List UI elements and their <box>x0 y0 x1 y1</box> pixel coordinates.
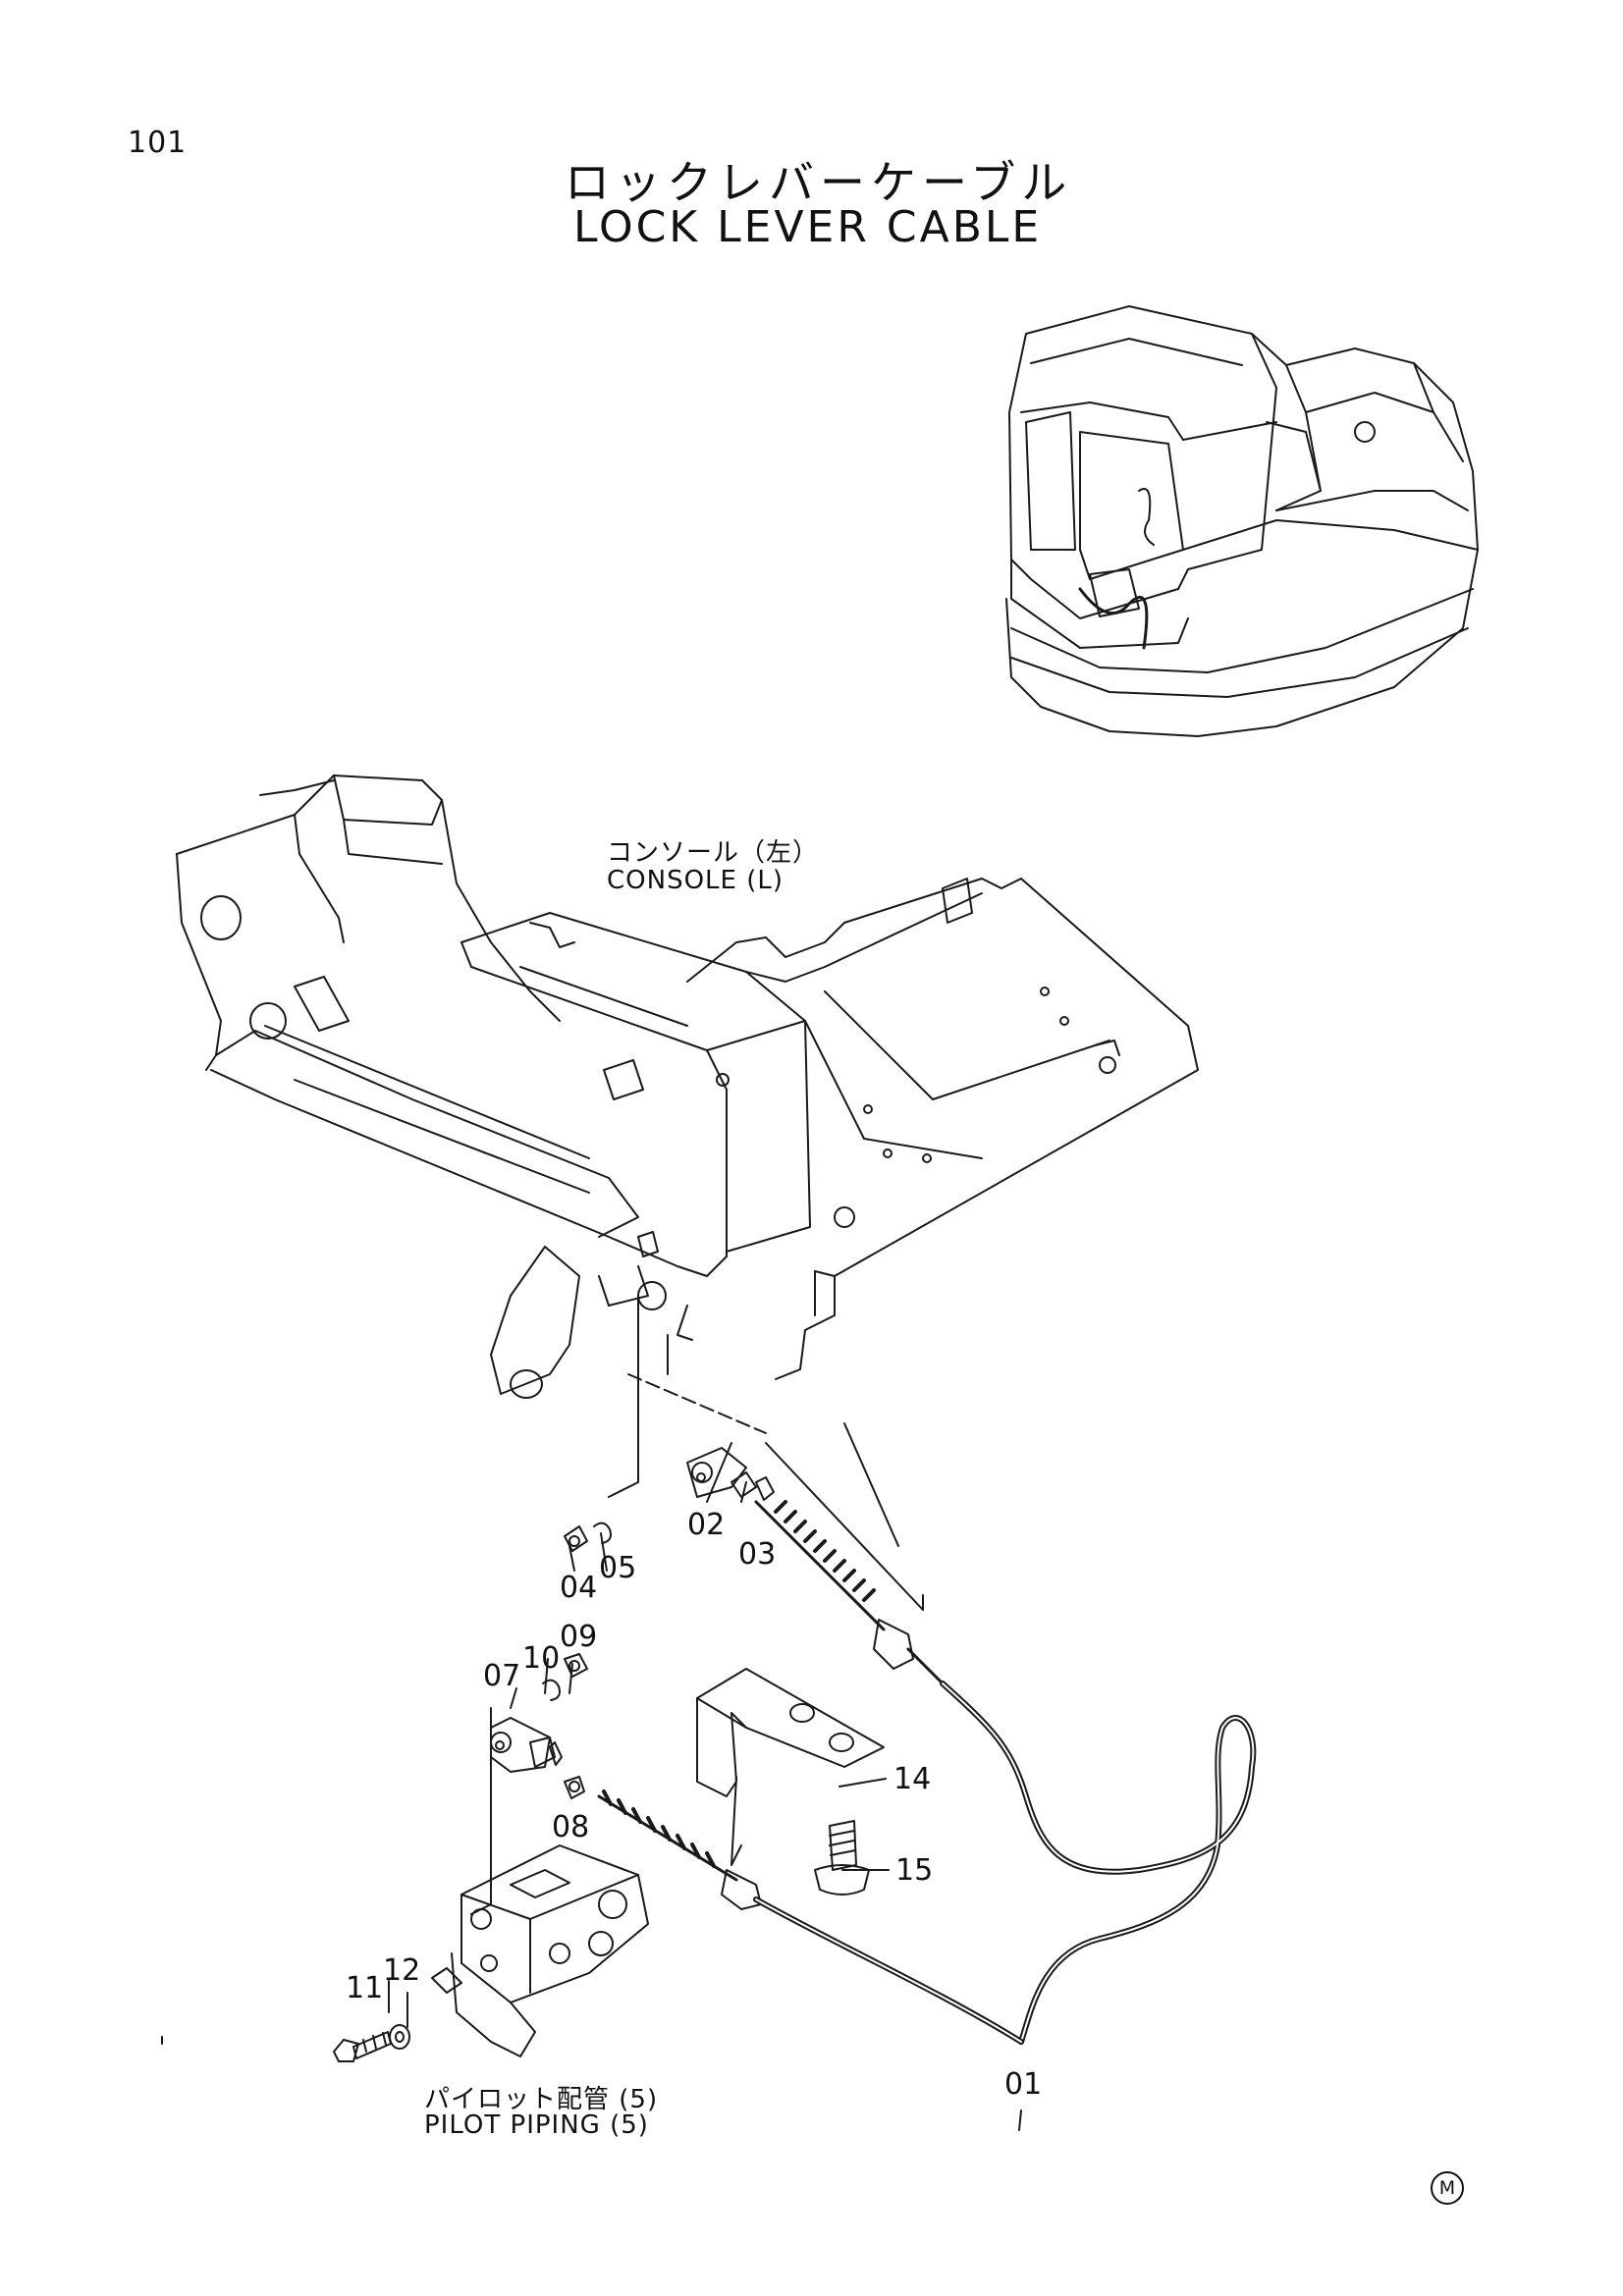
lower-rod-end-parts <box>491 1654 587 1798</box>
washer <box>390 2025 409 2049</box>
pilot-piping-label-japanese: パイロット配管 (5) <box>424 2085 659 2114</box>
upper-rod-end-parts <box>565 1448 774 1551</box>
pilot-valve <box>432 1845 648 2056</box>
console-label: CONSOLE (L) <box>607 866 784 895</box>
callout-09: 09 <box>560 1620 598 1654</box>
valve-bolt <box>334 2032 391 2061</box>
callout-15: 15 <box>895 1853 934 1888</box>
callout-14: 14 <box>893 1762 932 1796</box>
callout-07: 07 <box>483 1659 521 1693</box>
callout-10: 10 <box>522 1641 561 1676</box>
corner-mark-badge: M <box>1431 2171 1464 2205</box>
callout-01: 01 <box>1004 2067 1043 2102</box>
lock-lever-cable <box>599 1502 1253 2042</box>
callout-11: 11 <box>346 1971 384 2005</box>
callout-04: 04 <box>560 1571 598 1605</box>
cable-bracket <box>697 1669 884 1796</box>
leader-lines <box>389 1296 1021 2130</box>
page-number: 101 <box>128 126 188 160</box>
callout-12: 12 <box>383 1953 421 1988</box>
callout-08: 08 <box>552 1810 590 1844</box>
excavator-overview <box>1006 306 1478 736</box>
page-title-japanese: ロックレバーケーブル <box>565 156 1073 209</box>
pilot-piping-label: PILOT PIPING (5) <box>424 2110 649 2140</box>
callout-02: 02 <box>687 1508 726 1542</box>
bracket-bolt <box>815 1821 869 1895</box>
console-frame <box>177 775 1198 1433</box>
console-label-japanese: コンソール（左） <box>607 838 820 868</box>
page-title: LOCK LEVER CABLE <box>573 202 1043 252</box>
callout-05: 05 <box>599 1551 637 1585</box>
callout-03: 03 <box>738 1537 777 1572</box>
